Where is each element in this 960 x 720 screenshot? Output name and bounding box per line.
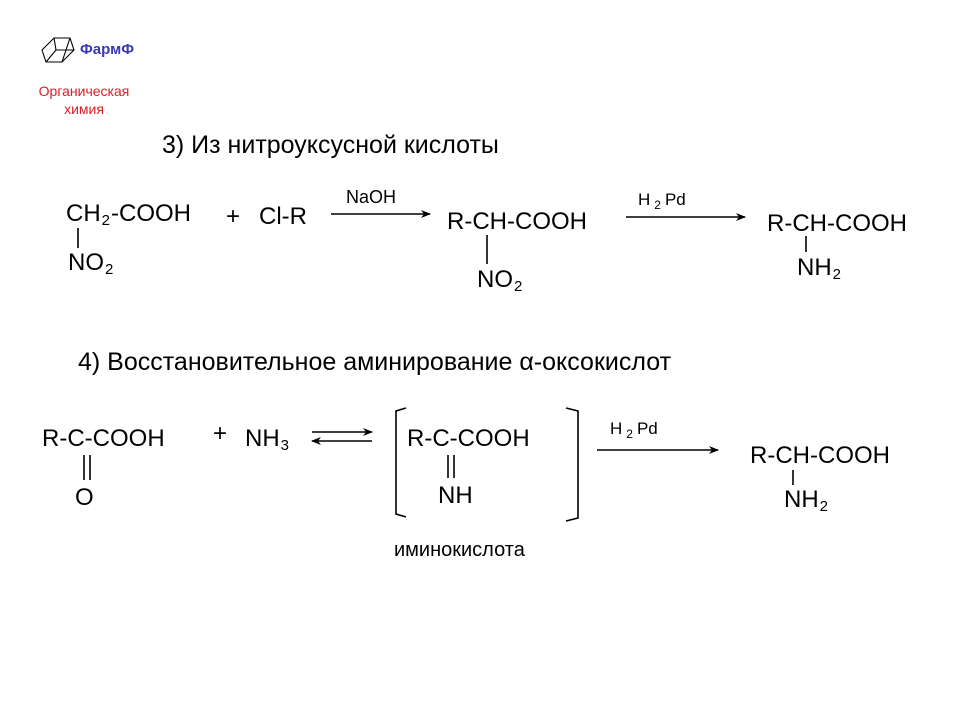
s4-product-group-sub: 2	[819, 498, 829, 515]
s3-product-group-sub: 2	[832, 266, 842, 283]
s3-product-group: NH2	[797, 254, 842, 283]
s3-intermediate-group-sub: 2	[514, 278, 523, 295]
s3-plus: +	[226, 203, 241, 230]
s4-reagent-sub: 2	[626, 427, 633, 441]
s3-reagent2-sub: 2	[654, 198, 661, 212]
s3-reactant1-group: NO2	[68, 249, 114, 278]
s3-reagent2-pd: Pd	[664, 190, 686, 209]
s4-intermediate-group: NH	[438, 482, 473, 509]
s3-reagent1: NaOH	[346, 187, 397, 207]
s4-reactant2: NH3	[245, 425, 290, 454]
s4-product: R-CH-COOH	[750, 442, 890, 469]
s3-product: R-CH-COOH	[767, 210, 907, 237]
s3-reactant2: Cl-R	[259, 203, 307, 230]
logo-subtitle: Органическая химия	[22, 83, 146, 118]
s4-bracket-left	[395, 407, 407, 518]
s4-plus: +	[213, 420, 228, 447]
logo-brand: ФармФ	[80, 41, 135, 58]
s4-product-group-text: NH	[784, 486, 819, 513]
s3-intermediate-group-text: NO	[477, 266, 513, 293]
s3-reactant1: CH2-COOH	[66, 200, 192, 229]
section3-title: 3) Из нитроуксусной кислоты	[162, 131, 499, 159]
s3-reactant1-rest: -COOH	[111, 200, 192, 227]
s4-reactant2-text: NH	[245, 425, 280, 452]
s3-reactant1-main: CH	[66, 200, 101, 227]
s4-intermediate: R-C-COOH	[407, 425, 530, 452]
s3-reagent2-h: H	[638, 190, 651, 209]
s4-reagent-h: H	[610, 419, 623, 438]
s4-reactant2-sub: 3	[280, 437, 290, 454]
s4-reagent-pd: Pd	[636, 419, 658, 438]
s3-product-group-text: NH	[797, 254, 832, 281]
s3-reactant1-group-sub: 2	[105, 261, 114, 278]
s3-intermediate-group: NO2	[477, 266, 523, 295]
s4-product-group: NH2	[784, 486, 829, 515]
s4-reactant1-group: O	[75, 484, 94, 511]
s4-reactant1: R-C-COOH	[42, 425, 165, 452]
s3-intermediate: R-CH-COOH	[447, 208, 587, 235]
s4-bracket-right	[565, 407, 579, 522]
s3-reactant1-group-text: NO	[68, 249, 104, 276]
s3-reactant1-sub: 2	[101, 212, 111, 229]
s4-intermediate-label: иминокислота	[394, 539, 525, 561]
section4-title: 4) Восстановительное аминирование α-оксо…	[78, 348, 672, 376]
logo-subtitle-line2: химия	[64, 100, 104, 117]
logo-subtitle-line1: Органическая	[38, 83, 130, 99]
